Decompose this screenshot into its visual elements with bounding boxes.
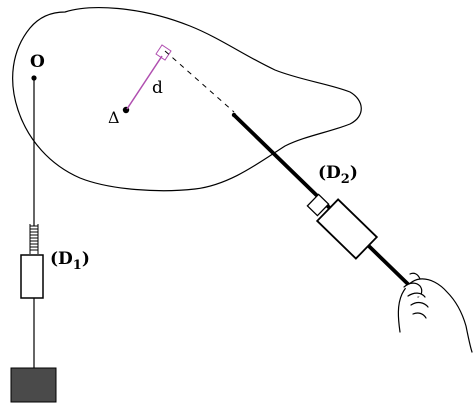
dynamometer-d1-body	[20, 254, 44, 299]
d2-label: (D2)	[318, 163, 358, 187]
dynamometer-d2-cap	[306, 193, 330, 217]
irregular-plate	[12, 7, 362, 192]
d1-spring	[29, 224, 39, 254]
hand-illustration	[397, 272, 473, 353]
distance-segment	[126, 55, 163, 110]
right-angle-mark	[155, 44, 172, 61]
pivot-label: O	[30, 52, 45, 72]
force-line-extension	[164, 50, 235, 113]
axis-symbol: Δ	[108, 108, 120, 127]
dynamometer-d2-body	[315, 198, 379, 260]
pivot-point	[31, 75, 37, 81]
d1-label: (D1)	[50, 249, 90, 273]
distance-label: d	[152, 78, 163, 98]
hanging-weight	[10, 367, 57, 403]
